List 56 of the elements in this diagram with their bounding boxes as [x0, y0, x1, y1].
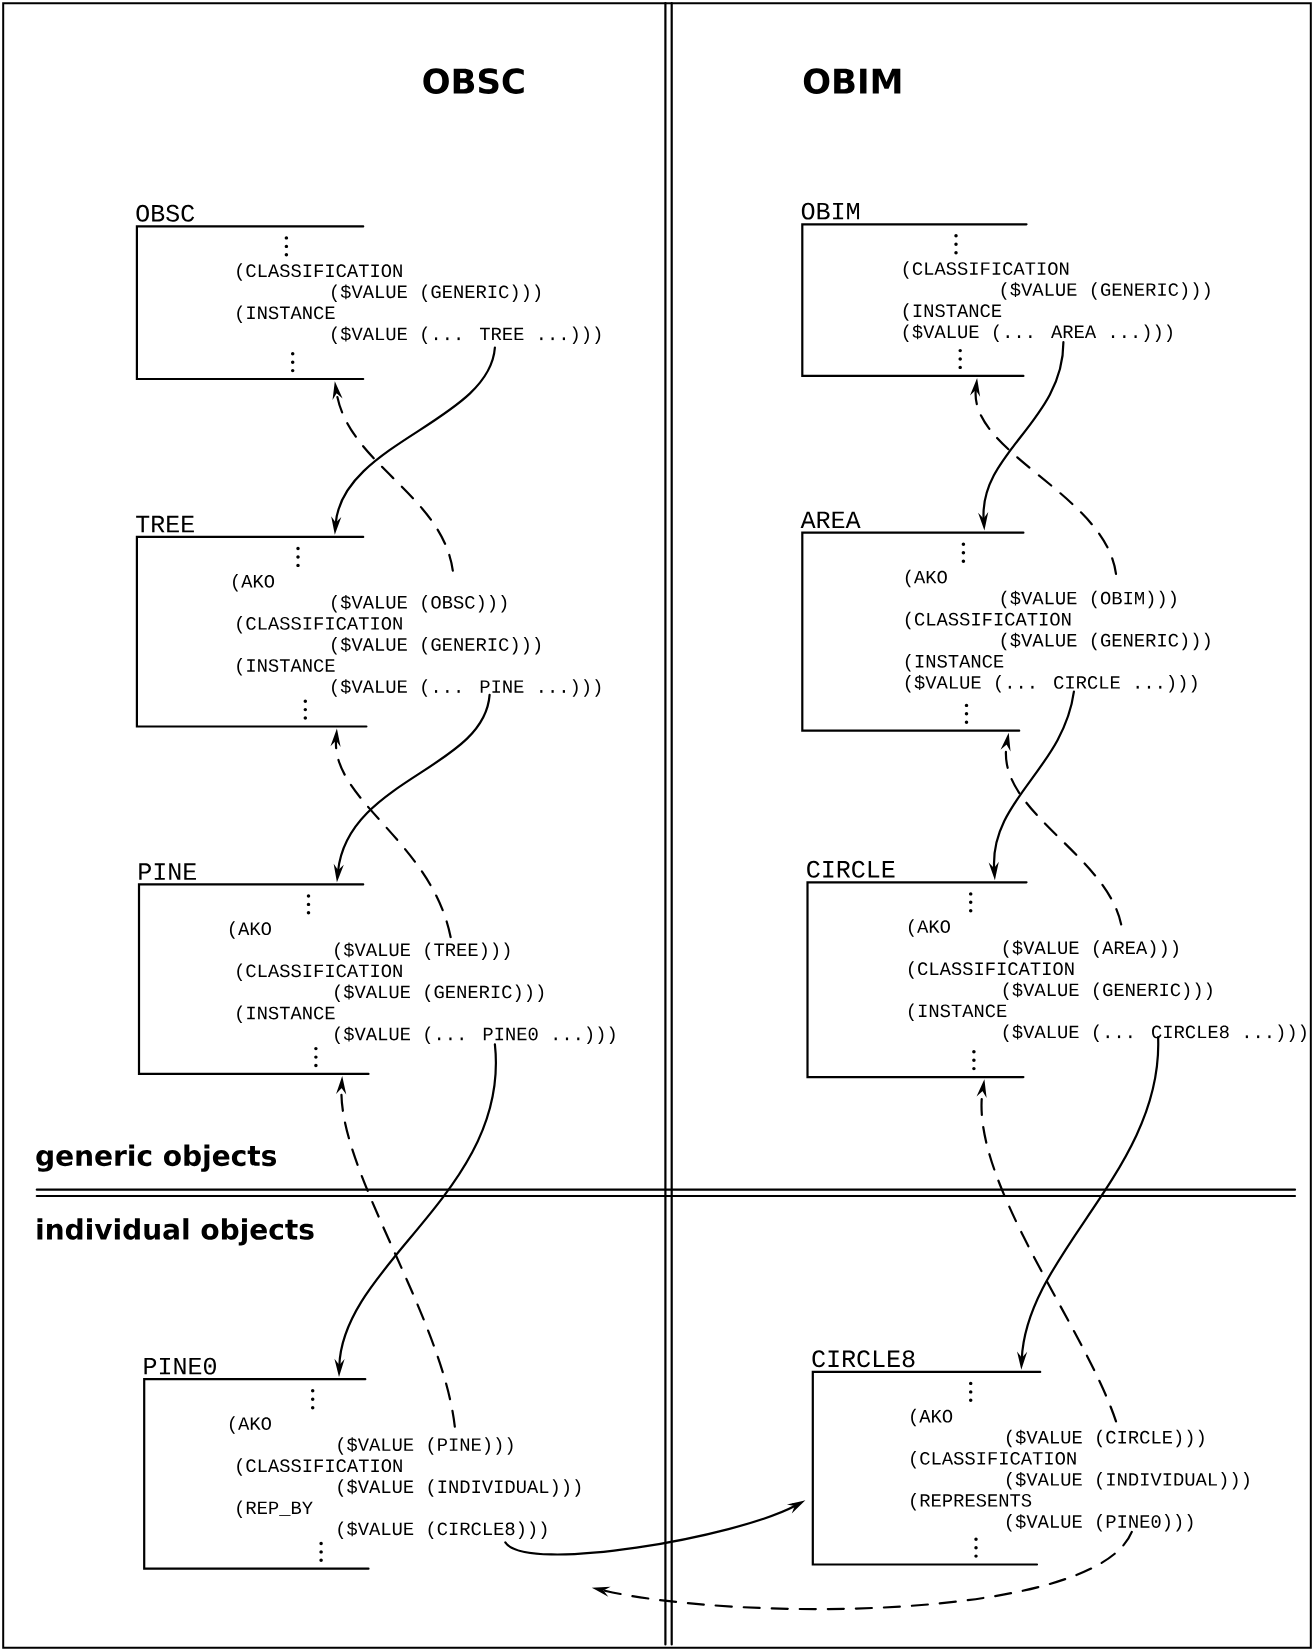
frame-name: OBIM	[801, 202, 860, 220]
slot-line: (AKO	[229, 921, 271, 939]
slot-line: (INSTANCE	[903, 303, 1002, 321]
slot-line: (INSTANCE	[905, 653, 1004, 672]
slot-line: (CLASSIFICATION	[905, 611, 1071, 630]
slot-line: ($VALUE (PINE0)))	[1006, 1514, 1193, 1532]
slot-line: (CLASSIFICATION	[903, 261, 1069, 279]
slot-line: (CLASSIFICATION	[911, 1450, 1076, 1469]
column-title: OBIM	[803, 68, 901, 94]
frame-name: CIRCLE	[807, 860, 895, 878]
slot-line: (INSTANCE	[908, 1003, 1007, 1021]
slot-line: ($VALUE (GENERIC)))	[1001, 282, 1210, 300]
slot-line: (REPRESENTS	[911, 1493, 1032, 1511]
slot-line: (INSTANCE	[237, 658, 335, 676]
frame-name: OBSC	[136, 204, 195, 222]
slot-line: ($VALUE (GENERIC)))	[332, 637, 541, 655]
frame-name: PINE0	[144, 1357, 216, 1375]
slot-line: ($VALUE (... CIRCLE8 ...)))	[1003, 1024, 1306, 1042]
frame-name: CIRCLE8	[812, 1350, 915, 1368]
frame-name: TREE	[136, 515, 194, 533]
slot-line: ($VALUE (... AREA ...)))	[903, 324, 1172, 342]
slot-line: ($VALUE (PINE)))	[338, 1437, 513, 1455]
frame-name: PINE	[139, 863, 196, 880]
slot-line: (AKO	[908, 919, 950, 937]
slot-line: ($VALUE (INDIVIDUAL)))	[1006, 1472, 1249, 1490]
slot-line: ($VALUE (GENERIC)))	[1001, 632, 1210, 651]
slot-line: ($VALUE (AREA)))	[1003, 940, 1178, 958]
slot-line: ($VALUE (GENERIC)))	[335, 984, 544, 1002]
frame-name: AREA	[800, 511, 861, 529]
section-label: generic objects	[36, 1144, 276, 1172]
section-label: individual objects	[37, 1218, 314, 1246]
slot-line: ($VALUE (GENERIC)))	[1003, 982, 1212, 1000]
slot-line: ($VALUE (TREE)))	[335, 942, 510, 960]
slot-line: (AKO	[905, 569, 947, 588]
slot-line: ($VALUE (... CIRCLE ...)))	[905, 675, 1197, 693]
column-title: OBSC	[423, 68, 524, 94]
slot-line: ($VALUE (... TREE ...)))	[332, 326, 601, 344]
slot-line: (INSTANCE	[237, 305, 335, 323]
slot-line: ($VALUE (GENERIC)))	[332, 284, 541, 302]
slot-line: ($VALUE (INDIVIDUAL)))	[338, 1479, 581, 1497]
slot-line: (AKO	[229, 1416, 271, 1434]
slot-line: (CLASSIFICATION	[237, 616, 402, 634]
slot-line: ($VALUE (OBIM)))	[1001, 590, 1176, 609]
slot-line: (CLASSIFICATION	[237, 963, 402, 981]
slot-line: (REP_BY	[237, 1500, 313, 1518]
slot-line: (CLASSIFICATION	[237, 263, 402, 281]
slot-line: ($VALUE (... PINE0 ...)))	[335, 1026, 615, 1045]
slot-line: (CLASSIFICATION	[908, 961, 1074, 979]
slot-line: (AKO	[911, 1408, 953, 1427]
slot-line: (AKO	[233, 573, 275, 592]
slot-line: ($VALUE (OBSC)))	[332, 594, 507, 613]
slot-line: ($VALUE (CIRCLE8)))	[338, 1521, 547, 1539]
slot-line: (INSTANCE	[237, 1005, 335, 1024]
slot-line: ($VALUE (... PINE ...)))	[332, 679, 601, 697]
slot-line: ($VALUE (CIRCLE)))	[1006, 1429, 1204, 1448]
slot-line: (CLASSIFICATION	[237, 1458, 402, 1476]
